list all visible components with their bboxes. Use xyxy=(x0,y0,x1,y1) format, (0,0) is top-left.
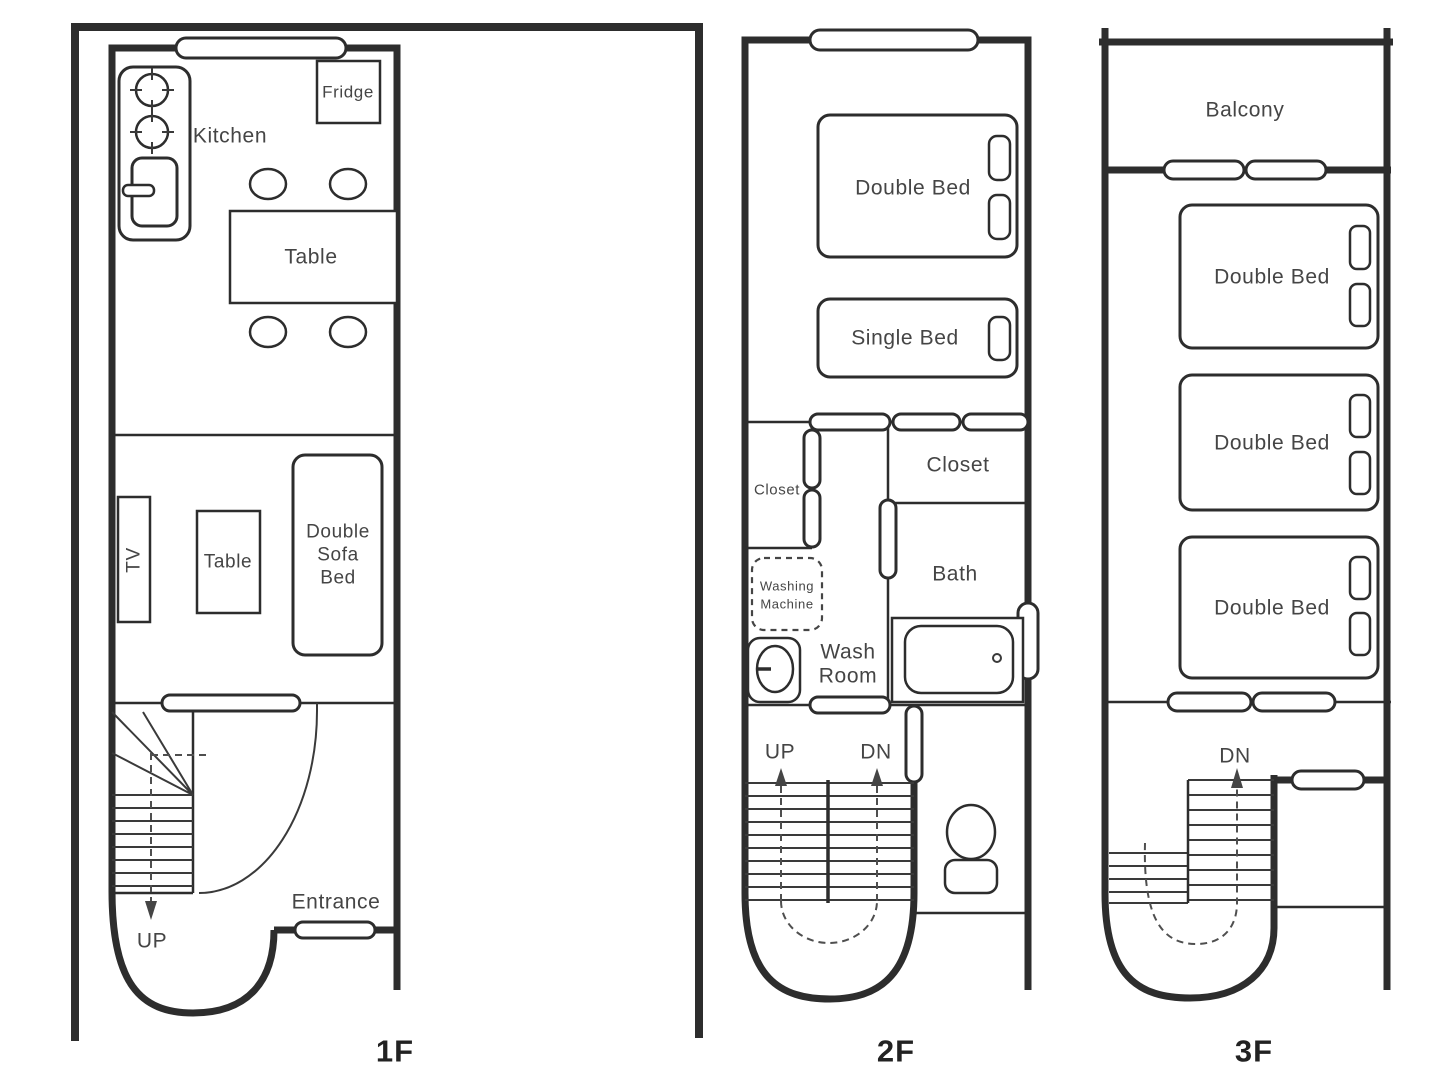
pillow-icon xyxy=(987,315,1012,362)
double-bed-label: Double Bed xyxy=(1214,432,1330,455)
sliding-door xyxy=(1166,691,1253,713)
curved-exterior-wall xyxy=(108,890,278,1017)
balcony-sliding-door xyxy=(1162,159,1246,181)
closet-door xyxy=(961,412,1030,432)
pillow-icon xyxy=(987,193,1012,241)
dn-label: DN xyxy=(860,741,892,764)
bath-door xyxy=(878,498,898,580)
sliding-door xyxy=(808,695,892,715)
curved-exterior-wall xyxy=(1101,775,1278,1002)
dining-table xyxy=(228,209,399,305)
double-bed xyxy=(816,113,1019,259)
closet-label: Closet xyxy=(926,454,989,477)
bath-label: Bath xyxy=(932,563,978,586)
tv-cabinet xyxy=(116,495,152,624)
double-bed-label: Double Bed xyxy=(855,177,971,200)
faucet-icon xyxy=(121,183,156,198)
stair-treads xyxy=(1188,779,1274,901)
floor-label-1f: 1F xyxy=(376,1034,414,1069)
up-label: UP xyxy=(137,930,167,953)
dining-table-label: Table xyxy=(284,246,337,269)
double-bed xyxy=(1178,535,1380,680)
partition-wall xyxy=(1105,700,1391,909)
double-bed-label: Double Bed xyxy=(1214,597,1330,620)
balcony-sliding-door xyxy=(1244,159,1328,181)
double-bed xyxy=(1178,203,1380,350)
stair-winders xyxy=(111,711,194,796)
site-boundary-wall xyxy=(71,23,703,1041)
double-bed xyxy=(1178,373,1380,512)
burner-tick-marks xyxy=(130,68,174,154)
sofa-bed-label-line3: Bed xyxy=(320,568,356,589)
chair-icon xyxy=(248,315,288,349)
closet-label: Closet xyxy=(754,482,800,499)
toilet-door xyxy=(904,704,924,784)
washing-machine-label-line1: Washing xyxy=(760,579,814,594)
up-label: UP xyxy=(765,741,795,764)
washing-machine xyxy=(750,556,824,632)
coffee-table-label: Table xyxy=(204,552,252,573)
stair-treads xyxy=(112,794,193,887)
floor-2f: Double Bed Single Bed Closet Closet Bath… xyxy=(741,28,1040,1069)
pillow-icon xyxy=(1348,555,1372,601)
entrance-door xyxy=(293,920,377,940)
door-swing-arc xyxy=(198,703,318,894)
floor-3f: Balcony Double Bed Double Bed Double Bed… xyxy=(1099,28,1393,1069)
stair-treads xyxy=(1109,852,1188,904)
fridge-label: Fridge xyxy=(322,83,374,102)
closet-door xyxy=(802,428,822,490)
stair-path-line xyxy=(150,753,207,901)
pillow-icon xyxy=(1348,282,1372,328)
floor-label-3f: 3F xyxy=(1235,1034,1273,1069)
window xyxy=(808,28,980,52)
window xyxy=(174,36,348,60)
drain-icon xyxy=(992,653,1002,663)
toilet-tank-icon xyxy=(943,858,999,895)
single-bed-label: Single Bed xyxy=(851,327,959,350)
wash-room-label-line2: Room xyxy=(819,665,877,688)
fridge xyxy=(315,59,382,125)
chair-icon xyxy=(328,315,368,349)
toilet-bowl-icon xyxy=(945,803,997,861)
kitchen-label: Kitchen xyxy=(193,125,267,148)
stair-path-line xyxy=(1143,786,1238,946)
wash-room-label-line1: Wash xyxy=(820,641,875,664)
stair-path-line xyxy=(780,784,878,944)
washing-machine-label-line2: Machine xyxy=(760,597,813,612)
coffee-table xyxy=(195,509,262,615)
pillow-icon xyxy=(1348,611,1372,657)
sliding-door xyxy=(808,412,892,432)
chair-icon xyxy=(248,167,288,201)
closet-door xyxy=(802,488,822,549)
window xyxy=(1290,769,1366,791)
sofa-bed-label-line1: Double xyxy=(306,522,370,543)
pillow-icon xyxy=(1348,224,1372,271)
dn-label: DN xyxy=(1219,745,1251,768)
chair-icon xyxy=(328,167,368,201)
entrance-label: Entrance xyxy=(292,891,381,914)
sofa-bed-label-line2: Sofa xyxy=(317,545,359,566)
sliding-door xyxy=(1251,691,1337,713)
up-arrowhead-icon xyxy=(775,768,787,786)
floor-label-2f: 2F xyxy=(877,1034,915,1069)
floor-1f: Kitchen Fridge Table TV Table Double Sof… xyxy=(71,23,703,1069)
pillow-icon xyxy=(987,134,1012,182)
double-bed-label: Double Bed xyxy=(1214,266,1330,289)
double-sofa-bed xyxy=(291,453,384,657)
pillow-icon xyxy=(1348,393,1372,439)
up-arrowhead-icon xyxy=(1231,768,1243,788)
down-arrowhead-icon xyxy=(145,901,157,920)
bathtub-icon xyxy=(903,624,1015,695)
single-bed xyxy=(816,297,1019,379)
closet-door xyxy=(891,412,962,432)
balcony-label: Balcony xyxy=(1206,99,1285,122)
up-arrowhead-icon xyxy=(871,768,883,786)
tv-label: TV xyxy=(124,547,145,572)
sliding-door xyxy=(160,693,302,713)
curved-exterior-wall xyxy=(741,780,918,1003)
pillow-icon xyxy=(1348,450,1372,496)
